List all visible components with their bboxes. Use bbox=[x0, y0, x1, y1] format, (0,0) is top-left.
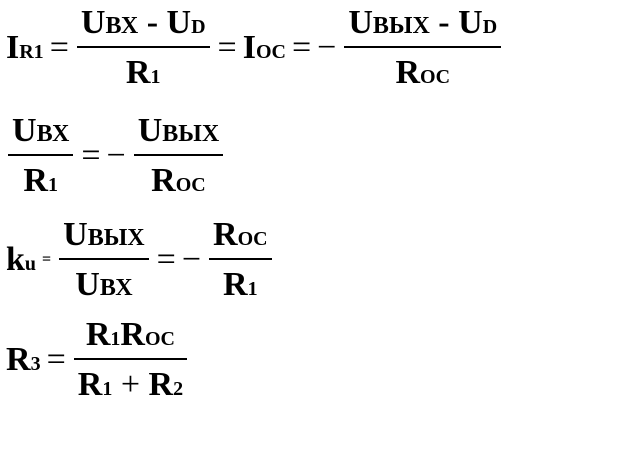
symbol-r: R bbox=[23, 162, 48, 199]
minus-sign: − bbox=[317, 29, 337, 66]
subscript: 1 bbox=[110, 328, 121, 350]
symbol-u: U bbox=[12, 112, 37, 149]
denominator: R1 bbox=[219, 260, 262, 302]
fraction-bar bbox=[59, 258, 149, 260]
minus-sign: − bbox=[181, 241, 202, 278]
denominator: R1 bbox=[122, 48, 165, 90]
numerator: UВЫХ bbox=[134, 114, 223, 154]
symbol-u: U bbox=[63, 216, 88, 253]
minus-sign: − bbox=[106, 137, 126, 174]
symbol-u: U bbox=[348, 4, 373, 41]
symbol-r: R bbox=[125, 54, 151, 91]
subscript: 1 bbox=[102, 378, 113, 400]
fraction-bar bbox=[76, 46, 210, 48]
fraction-bar bbox=[8, 154, 74, 156]
equals-sign: = bbox=[217, 29, 237, 66]
fraction-bar bbox=[73, 358, 188, 360]
numerator: UВХ - UD bbox=[77, 6, 210, 46]
equals-sign: = bbox=[156, 241, 176, 278]
subscript: D bbox=[191, 16, 206, 38]
numerator: ROC bbox=[209, 218, 272, 258]
symbol-r: R bbox=[223, 266, 248, 303]
subscript: OC bbox=[255, 41, 286, 63]
subscript: ВЫХ bbox=[87, 225, 145, 251]
lhs-term: ku bbox=[6, 243, 36, 277]
minus-sign: - bbox=[138, 4, 167, 41]
symbol-r: R bbox=[395, 54, 421, 91]
numerator: UВХ bbox=[8, 114, 73, 154]
subscript: ВХ bbox=[99, 275, 133, 301]
subscript: OC bbox=[420, 66, 451, 88]
fraction-bar bbox=[344, 46, 502, 48]
symbol-u: U bbox=[166, 4, 192, 41]
symbol-u: U bbox=[137, 112, 163, 149]
lhs-term: R3 bbox=[6, 343, 41, 377]
symbol-i: I bbox=[6, 29, 20, 66]
symbol-r: R bbox=[85, 316, 111, 353]
denominator: UВХ bbox=[71, 260, 136, 302]
equation-ratio-balance: UВХ R1 = − UВЫХ ROC bbox=[6, 114, 225, 198]
feedback-current-term: IOC bbox=[243, 31, 286, 65]
denominator: R1 bbox=[19, 156, 62, 198]
equals-sign: = bbox=[42, 251, 52, 268]
fraction-output-over-roc: UВЫХ ROC bbox=[133, 114, 224, 198]
symbol-u: U bbox=[80, 4, 106, 41]
subscript: ВЫХ bbox=[162, 121, 220, 147]
fraction-product-over-sum: R1ROC R1 + R2 bbox=[73, 318, 188, 402]
denominator: ROC bbox=[391, 48, 454, 90]
subscript: 2 bbox=[173, 378, 184, 400]
equals-sign: = bbox=[49, 29, 69, 66]
lhs-term: IR1 bbox=[6, 31, 44, 65]
symbol-r: R bbox=[6, 341, 31, 378]
subscript: D bbox=[482, 16, 498, 38]
equals-sign: = bbox=[46, 341, 66, 378]
subscript: ВХ bbox=[105, 13, 139, 39]
equation-current-r1: IR1 = UВХ - UD R1 = IOC = − UВЫХ - UD RO… bbox=[6, 6, 503, 90]
symbol-k: k bbox=[6, 241, 25, 278]
fraction-input-minus-d-over-r1: UВХ - UD R1 bbox=[76, 6, 210, 90]
subscript: 1 bbox=[47, 174, 58, 196]
numerator: UВЫХ bbox=[59, 218, 148, 258]
subscript: ВЫХ bbox=[372, 13, 430, 39]
symbol-r: R bbox=[213, 216, 238, 253]
subscript: OC bbox=[144, 328, 175, 350]
numerator: R1ROC bbox=[82, 318, 179, 358]
subscript: 3 bbox=[30, 353, 41, 375]
fraction-output-minus-d-over-roc: UВЫХ - UD ROC bbox=[344, 6, 502, 90]
subscript: 1 bbox=[150, 66, 161, 88]
subscript: 1 bbox=[247, 278, 258, 300]
subscript: R1 bbox=[19, 41, 44, 63]
equals-sign: = bbox=[81, 137, 101, 174]
minus-sign: - bbox=[429, 4, 459, 41]
denominator: R1 + R2 bbox=[74, 360, 187, 402]
symbol-i: I bbox=[242, 29, 256, 66]
symbol-u: U bbox=[458, 4, 483, 41]
equals-sign: = bbox=[291, 29, 312, 66]
subscript: OC bbox=[237, 228, 268, 250]
symbol-r: R bbox=[120, 316, 145, 353]
subscript: OC bbox=[175, 174, 206, 196]
symbol-r: R bbox=[77, 366, 103, 403]
symbol-r: R bbox=[151, 162, 176, 199]
symbol-r: R bbox=[148, 366, 174, 403]
fraction-roc-over-r1: ROC R1 bbox=[209, 218, 272, 302]
plus-sign: + bbox=[112, 366, 149, 403]
denominator: ROC bbox=[147, 156, 210, 198]
fraction-input-over-r1: UВХ R1 bbox=[8, 114, 74, 198]
fraction-output-over-input: UВЫХ UВХ bbox=[59, 218, 149, 302]
symbol-u: U bbox=[75, 266, 100, 303]
subscript: u bbox=[24, 253, 37, 275]
numerator: UВЫХ - UD bbox=[344, 6, 501, 46]
equation-gain: ku = UВЫХ UВХ = − ROC R1 bbox=[6, 218, 274, 302]
fraction-bar bbox=[133, 154, 224, 156]
fraction-bar bbox=[209, 258, 272, 260]
equation-r3: R3 = R1ROC R1 + R2 bbox=[6, 318, 189, 402]
subscript: ВХ bbox=[36, 121, 70, 147]
